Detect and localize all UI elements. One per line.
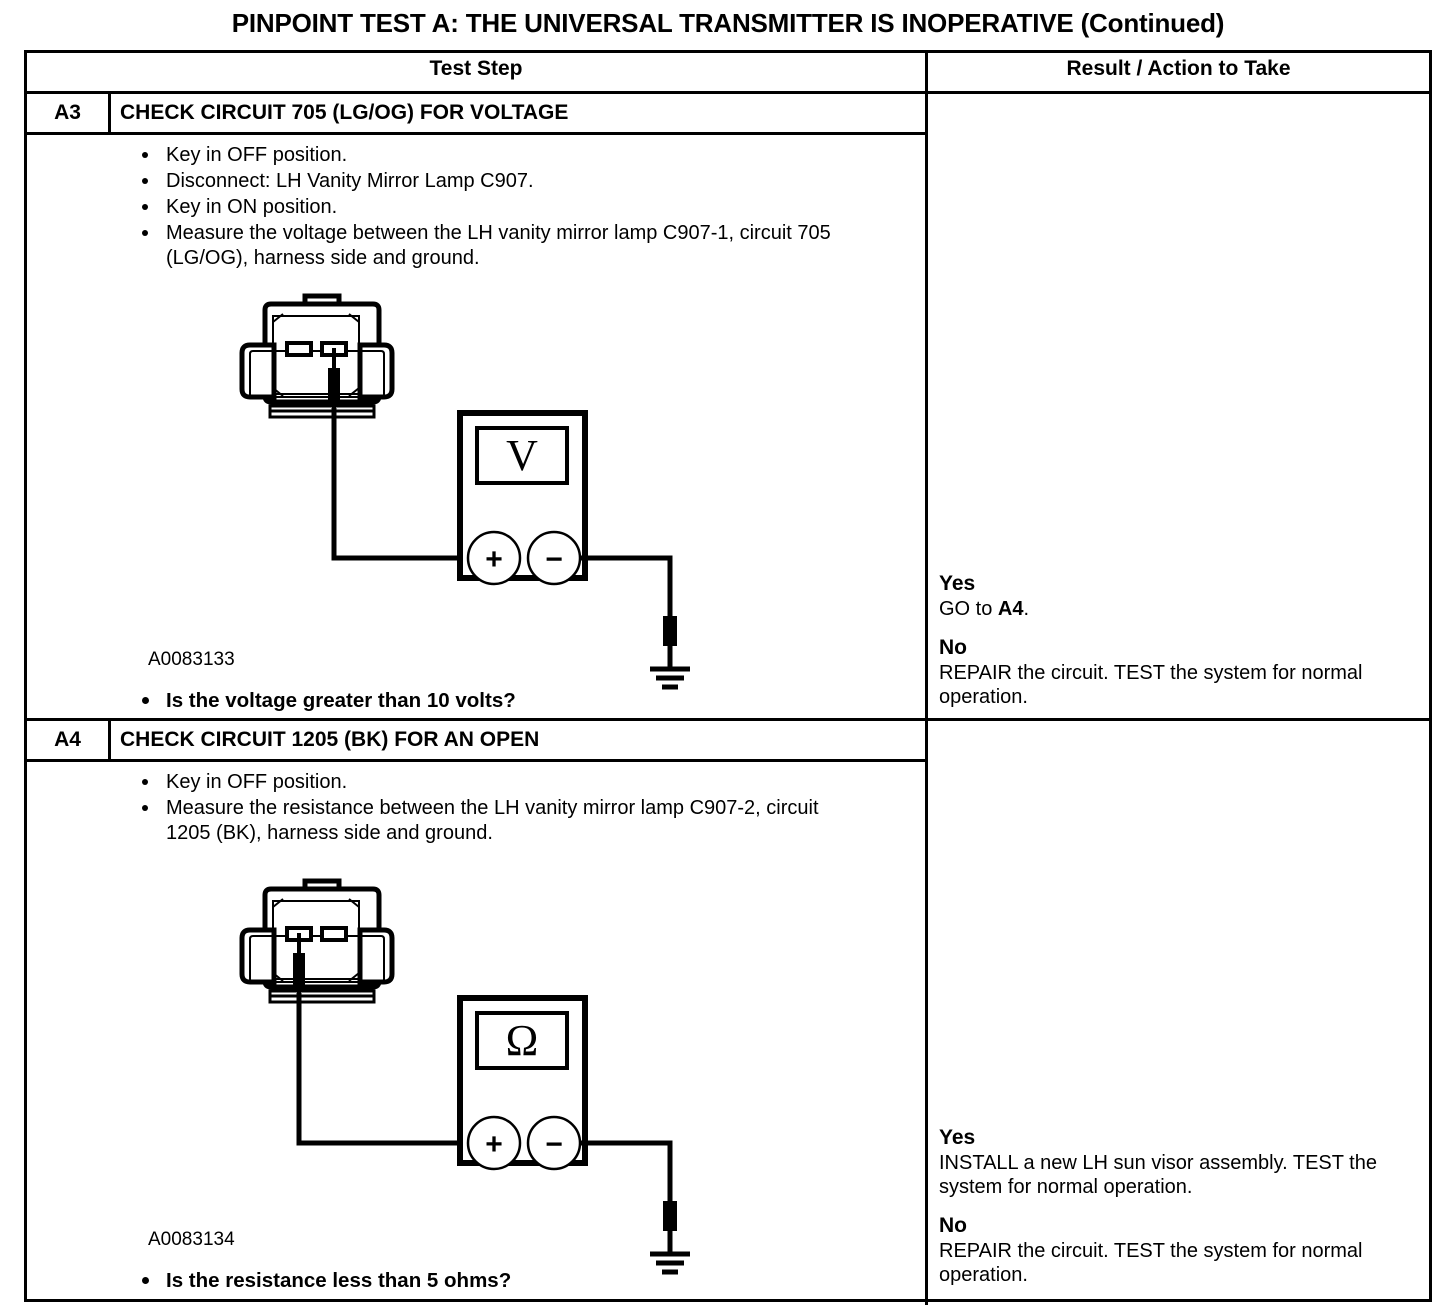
positive-sign-icon: + (485, 543, 503, 576)
table-header-row: Test Step Result / Action to Take (27, 53, 1429, 91)
yes-text-post: . (1023, 598, 1030, 620)
wiring-diagram-a4: Ω + − (232, 873, 702, 1275)
meter-terminal-positive (466, 530, 522, 586)
step-title-rule-a3 (27, 132, 925, 135)
step-id-divider (108, 94, 111, 132)
resistance-measurement-schematic: Ω + − (239, 878, 690, 1275)
negative-sign-icon: − (545, 1128, 563, 1161)
column-divider (925, 53, 928, 1305)
bullet-dot-icon (142, 1277, 149, 1284)
step-id-a3: A3 (54, 101, 81, 124)
bullet-dot-icon (142, 779, 148, 785)
ground-symbol-icon (650, 1201, 690, 1275)
probe-lead-wire (331, 408, 490, 561)
bullet-text: Key in ON position. (166, 196, 338, 218)
result-no-text-a3: REPAIR the circuit. TEST the system for … (939, 662, 1363, 708)
step-title-a3: CHECK CIRCUIT 705 (LG/OG) FOR VOLTAGE (120, 101, 569, 124)
bullet-dot-icon (142, 152, 148, 158)
step-id-a4: A4 (54, 728, 81, 751)
multimeter: V + − (457, 410, 588, 586)
question-text: Is the voltage greater than 10 volts? (166, 689, 516, 712)
result-no-label-a3: No (939, 636, 967, 659)
header-test-step: Test Step (429, 57, 523, 80)
bullet-text: Measure the resistance between the LH va… (166, 797, 819, 844)
bullet-dot-icon (142, 805, 148, 811)
result-yes-text-a3: GO to A4. (939, 597, 1434, 621)
list-item: Is the resistance less than 5 ohms? (120, 1268, 910, 1293)
figure-id-a4: A0083134 (148, 1229, 235, 1250)
result-yes-label-a3: Yes (939, 572, 976, 595)
bullet-text: Key in OFF position. (166, 771, 348, 793)
test-probe-icon (328, 348, 340, 408)
bullet-dot-icon (142, 697, 149, 704)
terminal-cavity-pin2 (285, 341, 313, 357)
multimeter: Ω + − (457, 995, 588, 1171)
page-title: PINPOINT TEST A: THE UNIVERSAL TRANSMITT… (231, 8, 1225, 38)
test-probe-icon (293, 933, 305, 993)
list-item: Is the voltage greater than 10 volts? (120, 688, 910, 713)
result-no-text-a4: REPAIR the circuit. TEST the system for … (939, 1240, 1363, 1286)
question-a4: Is the resistance less than 5 ohms? (120, 1268, 910, 1294)
result-yes-label-a4: Yes (939, 1126, 976, 1149)
question-a3: Is the voltage greater than 10 volts? (120, 688, 910, 714)
list-item: Measure the voltage between the LH vanit… (120, 221, 910, 271)
step-row-a3: A3 CHECK CIRCUIT 705 (LG/OG) FOR VOLTAGE (27, 94, 925, 135)
wiring-diagram-a3: V + − (232, 288, 702, 690)
yes-text-pre: GO to (939, 598, 998, 620)
list-item: Key in ON position. (120, 195, 910, 220)
bullet-text: Disconnect: LH Vanity Mirror Lamp C907. (166, 170, 534, 192)
question-text: Is the resistance less than 5 ohms? (166, 1269, 512, 1292)
list-item: Measure the resistance between the LH va… (120, 796, 860, 846)
section-divider-rule (27, 718, 1429, 721)
result-yes-text-a4: INSTALL a new LH sun visor assembly. TES… (939, 1152, 1377, 1198)
positive-sign-icon: + (485, 1128, 503, 1161)
step-title-a4: CHECK CIRCUIT 1205 (BK) FOR AN OPEN (120, 728, 540, 751)
ground-lead-wire (580, 555, 673, 618)
header-bottom-rule (27, 91, 1429, 94)
bullet-list-a4: Key in OFF position. Measure the resista… (120, 770, 860, 847)
bullet-list-a3: Key in OFF position. Disconnect: LH Vani… (120, 143, 910, 272)
meter-symbol-a4: Ω (506, 1016, 539, 1065)
probe-lead-wire (296, 993, 490, 1146)
meter-display (475, 426, 569, 485)
negative-sign-icon: − (545, 543, 563, 576)
meter-display (475, 1011, 569, 1070)
meter-symbol-a3: V (506, 431, 538, 480)
header-result-action: Result / Action to Take (1066, 57, 1291, 80)
bullet-dot-icon (142, 230, 148, 236)
bullet-text: Key in OFF position. (166, 144, 348, 166)
result-cell-a3: Yes GO to A4. No REPAIR the circuit. TES… (939, 571, 1434, 709)
bullet-dot-icon (142, 204, 148, 210)
bullet-text: Measure the voltage between the LH vanit… (166, 222, 831, 269)
list-item: Key in OFF position. (120, 143, 910, 168)
bullet-dot-icon (142, 178, 148, 184)
meter-terminal-positive (466, 1115, 522, 1171)
voltage-measurement-schematic: V + − (239, 293, 690, 690)
step-id-divider (108, 721, 111, 759)
ground-lead-wire (580, 1140, 673, 1203)
figure-id-a3: A0083133 (148, 649, 235, 670)
pinpoint-test-table: Test Step Result / Action to Take A3 CHE… (24, 50, 1434, 1305)
terminal-cavity-pin1 (320, 926, 348, 942)
connector-c907 (239, 878, 395, 1004)
step-title-rule-a4 (27, 759, 925, 762)
yes-target-step: A4 (997, 598, 1024, 620)
list-item: Key in OFF position. (120, 770, 860, 795)
list-item: Disconnect: LH Vanity Mirror Lamp C907. (120, 169, 910, 194)
result-cell-a4: Yes INSTALL a new LH sun visor assembly.… (939, 1125, 1434, 1287)
result-no-label-a4: No (939, 1214, 967, 1237)
step-row-a4: A4 CHECK CIRCUIT 1205 (BK) FOR AN OPEN (27, 721, 925, 762)
connector-c907 (239, 293, 395, 419)
ground-symbol-icon (650, 616, 690, 690)
